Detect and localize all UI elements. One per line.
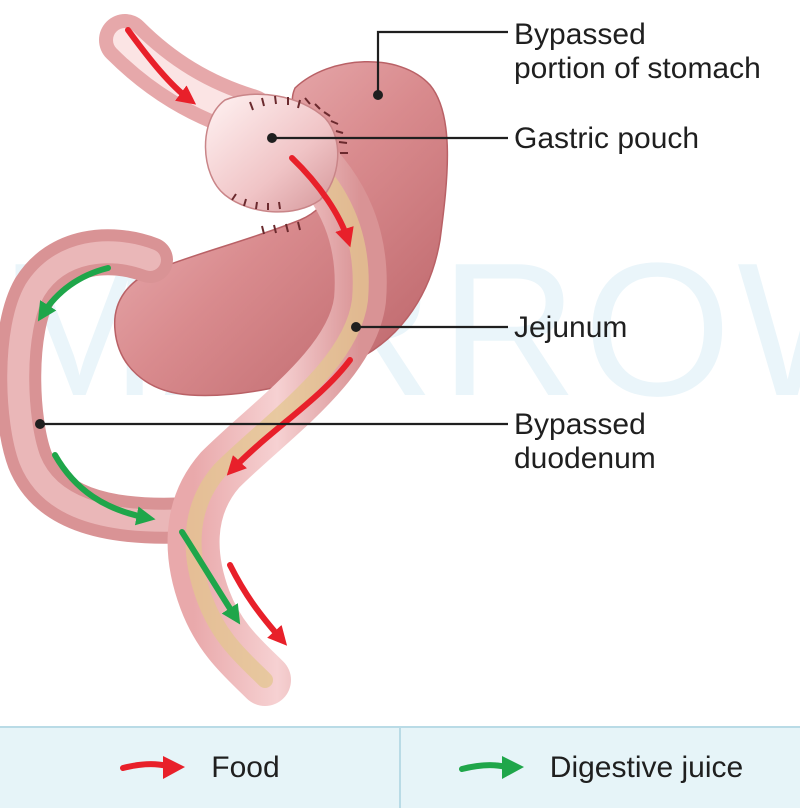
label-bypassed-stomach-line2: portion of stomach [514,52,761,85]
leader-dot-jejunum [351,322,361,332]
food-arrow-pouch [289,155,354,248]
label-gastric-pouch: Gastric pouch [514,122,700,155]
juice-arrow-icon [458,756,524,779]
legend-label-digestive-juice: Digestive juice [549,751,744,784]
label-bypassed-stomach-line1: Bypassed [514,18,646,51]
leader-dot-pouch [267,133,277,143]
label-bypassed-duodenum: Bypassed duodenum [514,408,656,476]
gastric-bypass-diagram: MARROW [0,14,800,706]
legend: Food Digestive juice [0,726,800,808]
label-jejunum: Jejunum [514,311,628,344]
juice-arrows [37,265,241,625]
leader-dot-duodenum [35,419,45,429]
leader-dot-stomach [373,90,383,100]
juice-arrow-lower [52,452,156,526]
gastric-pouch [204,93,339,213]
food-arrow-esophagus [125,27,197,105]
label-bypassed-duodenum-line2: duodenum [514,442,656,475]
food-arrows [125,27,354,646]
label-bypassed-stomach: Bypassed portion of stomach [514,18,761,86]
food-arrow-outlet [227,562,288,646]
juice-arrow-outlet [179,529,241,625]
food-arrow-jejunum [226,357,353,476]
legend-item-digestive-juice: Digestive juice [399,728,800,808]
leader-lines [40,30,508,426]
legend-label-food: Food [211,751,280,784]
legend-item-food: Food [0,728,399,808]
label-bypassed-duodenum-line1: Bypassed [514,408,646,441]
food-arrow-icon [120,756,186,779]
juice-arrow-top [37,265,111,322]
staple-lines [231,95,348,235]
